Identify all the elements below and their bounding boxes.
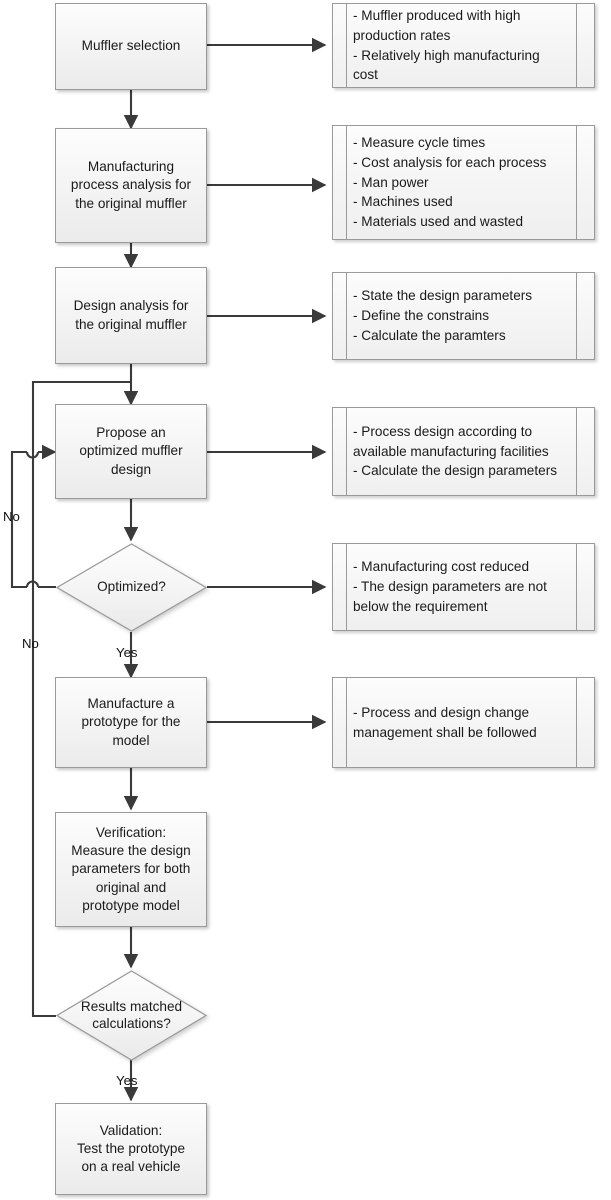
note-line: production rates xyxy=(353,27,451,43)
node-manufacture-prototype-label: Manufacture a prototype for the model xyxy=(81,696,181,748)
note-muffler-selection-text: - Muffler produced with high production … xyxy=(353,4,570,87)
node-propose-optimized[interactable]: Propose an optimized muffler design xyxy=(55,404,207,499)
note-muffler-selection: - Muffler produced with high production … xyxy=(332,3,595,88)
note-line: - Measure cycle times xyxy=(353,135,486,151)
note-left-rail xyxy=(333,544,347,630)
note-propose-optimized-text: - Process design according to available … xyxy=(353,408,570,495)
edge-optimized-no-hump-bottom xyxy=(25,580,40,588)
node-validation-label: Validation: Test the prototype on a real… xyxy=(76,1122,186,1175)
note-line: below the requirement xyxy=(353,598,488,614)
note-line: - Machines used xyxy=(353,194,453,210)
note-left-rail xyxy=(333,678,347,767)
edge-label-results-no: No xyxy=(22,636,39,651)
note-line: - Man power xyxy=(353,174,429,190)
node-muffler-selection[interactable]: Muffler selection xyxy=(55,3,207,90)
note-line: - Process and design change xyxy=(353,704,530,720)
node-manufacturing-process-analysis-label: Manufacturing process analysis for the o… xyxy=(70,159,192,211)
note-line: - Relatively high manufacturing xyxy=(353,47,540,63)
node-verification[interactable]: Verification: Measure the design paramet… xyxy=(55,812,207,927)
note-line: - Calculate the design parameters xyxy=(353,463,558,479)
diamond-shape-results xyxy=(56,970,207,1061)
edge-optimized-no-hump-top xyxy=(25,451,40,459)
note-propose-optimized: - Process design according to available … xyxy=(332,407,595,496)
note-design-analysis-text: - State the design parameters - Define t… xyxy=(353,273,570,359)
note-right-rail xyxy=(576,126,594,239)
note-process-analysis: - Measure cycle times - Cost analysis fo… xyxy=(332,125,595,240)
note-right-rail xyxy=(576,678,594,767)
node-results-decision[interactable]: Results matched calculations? xyxy=(56,970,207,1061)
note-line: - Materials used and wasted xyxy=(353,214,524,230)
note-prototype: - Process and design change management s… xyxy=(332,677,595,768)
node-validation[interactable]: Validation: Test the prototype on a real… xyxy=(55,1103,207,1195)
note-line: - Process design according to xyxy=(353,423,533,439)
note-left-rail xyxy=(333,126,347,239)
note-left-rail xyxy=(333,4,347,87)
note-left-rail xyxy=(333,273,347,359)
note-line: management shall be followed xyxy=(353,724,537,740)
edge-label-optimized-yes: Yes xyxy=(116,645,138,660)
node-design-analysis[interactable]: Design analysis for the original muffler xyxy=(55,267,207,364)
node-design-analysis-label: Design analysis for the original muffler xyxy=(73,298,189,332)
note-line: - Calculate the paramters xyxy=(353,327,506,343)
note-line: available manufacturing facilities xyxy=(353,443,549,459)
edge-label-optimized-no: No xyxy=(3,509,20,524)
note-left-rail xyxy=(333,408,347,495)
note-right-rail xyxy=(576,544,594,630)
node-propose-optimized-label: Propose an optimized muffler design xyxy=(79,425,183,477)
note-line: cost xyxy=(353,67,378,83)
note-line: - The design parameters are not xyxy=(353,579,547,595)
note-design-analysis: - State the design parameters - Define t… xyxy=(332,272,595,360)
edge-label-results-yes: Yes xyxy=(116,1073,138,1088)
node-muffler-selection-label: Muffler selection xyxy=(81,38,181,54)
note-line: - Muffler produced with high xyxy=(353,8,521,24)
note-line: - State the design parameters xyxy=(353,288,533,304)
note-optimized: - Manufacturing cost reduced - The desig… xyxy=(332,543,595,631)
node-manufacturing-process-analysis[interactable]: Manufacturing process analysis for the o… xyxy=(55,128,207,243)
node-manufacture-prototype[interactable]: Manufacture a prototype for the model xyxy=(55,677,207,768)
node-verification-label: Verification: Measure the design paramet… xyxy=(71,824,191,913)
note-optimized-text: - Manufacturing cost reduced - The desig… xyxy=(353,544,570,630)
diamond-shape-optimized xyxy=(56,543,207,632)
note-right-rail xyxy=(576,4,594,87)
node-optimized-decision[interactable]: Optimized? xyxy=(56,543,207,632)
note-right-rail xyxy=(576,273,594,359)
note-line: - Cost analysis for each process xyxy=(353,154,547,170)
note-line: - Define the constrains xyxy=(353,308,490,324)
note-prototype-text: - Process and design change management s… xyxy=(353,678,570,767)
note-right-rail xyxy=(576,408,594,495)
note-line: - Manufacturing cost reduced xyxy=(353,559,530,575)
note-process-analysis-text: - Measure cycle times - Cost analysis fo… xyxy=(353,126,570,239)
